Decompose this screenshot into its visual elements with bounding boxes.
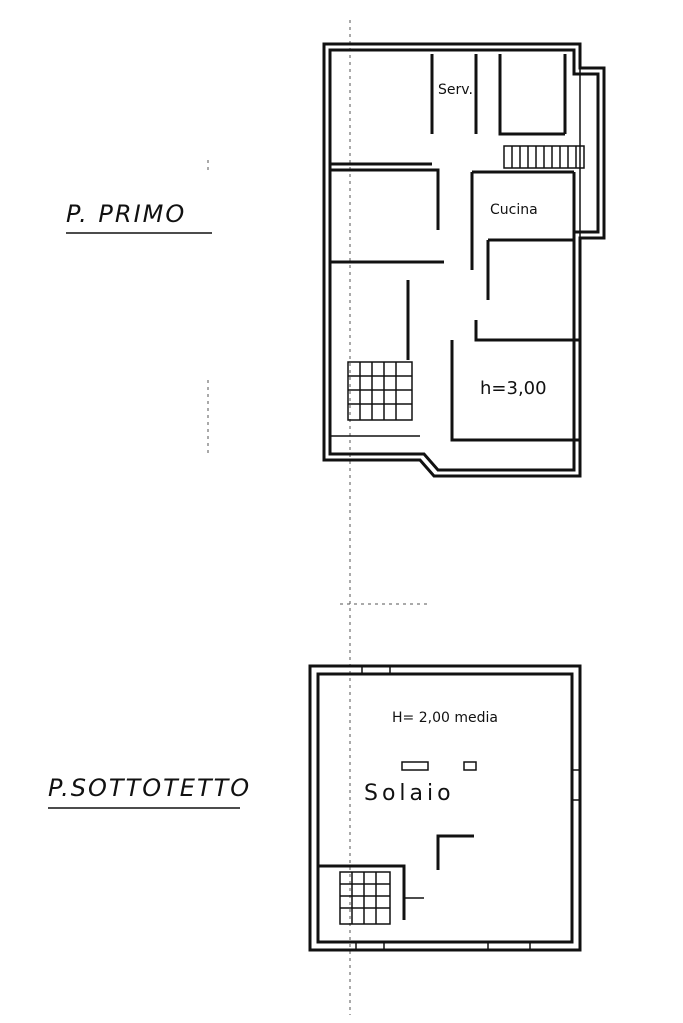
plan-primo: Serv. Cucina h=3,00	[322, 42, 606, 478]
floor-label-sottotetto-group: P.SOTTOTETTO	[48, 774, 251, 809]
stair-sottotetto	[318, 864, 424, 925]
plan-sottotetto: H= 2,00 media Solaio	[308, 664, 582, 952]
room-label-serv: Serv.	[438, 82, 473, 98]
floor-label-sottotetto: P.SOTTOTETTO	[48, 774, 251, 802]
floor-label-primo: P. PRIMO	[66, 200, 186, 228]
stair-top-right	[503, 145, 585, 169]
floor-label-primo-group: P. PRIMO	[66, 200, 212, 234]
room-label-solaio: Solaio	[364, 781, 455, 806]
stair-bottom-left	[347, 361, 413, 421]
room-label-height-sottotetto: H= 2,00 media	[392, 710, 498, 726]
room-label-cucina: Cucina	[490, 202, 538, 218]
scan-artifacts	[207, 20, 430, 1015]
room-label-height-primo: h=3,00	[480, 378, 547, 399]
